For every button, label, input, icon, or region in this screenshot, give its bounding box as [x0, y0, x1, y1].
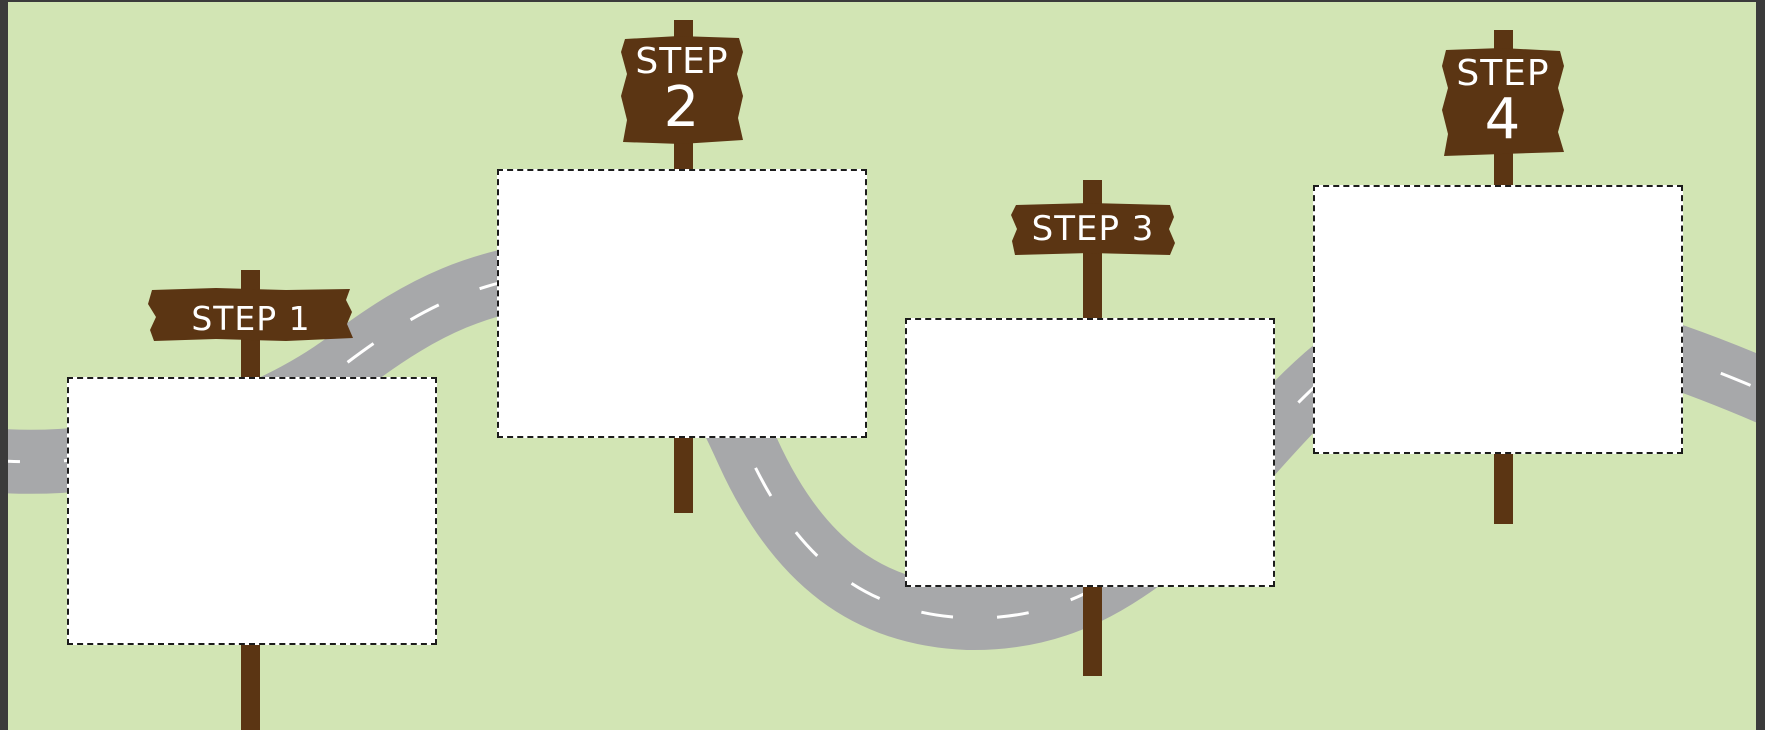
step-4-sign: STEP 4 [1440, 46, 1566, 158]
step-3-sign-board [1011, 203, 1175, 255]
step-1-sign: STEP 1 [146, 286, 356, 344]
step-3-label: STEP 3 [1031, 209, 1155, 249]
step-4-word: STEP [1456, 53, 1550, 94]
step-2-sign: STEP 2 [619, 34, 745, 146]
step-2-number: 2 [663, 75, 701, 140]
step-2-post-bottom [674, 435, 693, 513]
step-4-number: 4 [1484, 87, 1522, 152]
step-4-card[interactable] [1313, 185, 1683, 454]
step-1-card[interactable] [67, 377, 437, 645]
step-3-post-bottom [1083, 584, 1102, 676]
step-3-card[interactable] [905, 318, 1275, 587]
step-2-word: STEP [635, 41, 729, 82]
step-3-sign: STEP 3 [1010, 201, 1176, 257]
step-1-label: STEP 1 [191, 299, 311, 338]
step-2-card[interactable] [497, 169, 867, 438]
step-2-sign-board [621, 36, 743, 144]
step-1-post-bottom [241, 642, 260, 730]
roadmap-canvas: STEP 1 STEP 2 STEP 3 [8, 2, 1756, 730]
road-center-dashes [8, 268, 1756, 620]
step-4-post-bottom [1494, 451, 1513, 524]
step-1-sign-board [148, 288, 353, 341]
step-4-sign-board [1442, 48, 1564, 156]
